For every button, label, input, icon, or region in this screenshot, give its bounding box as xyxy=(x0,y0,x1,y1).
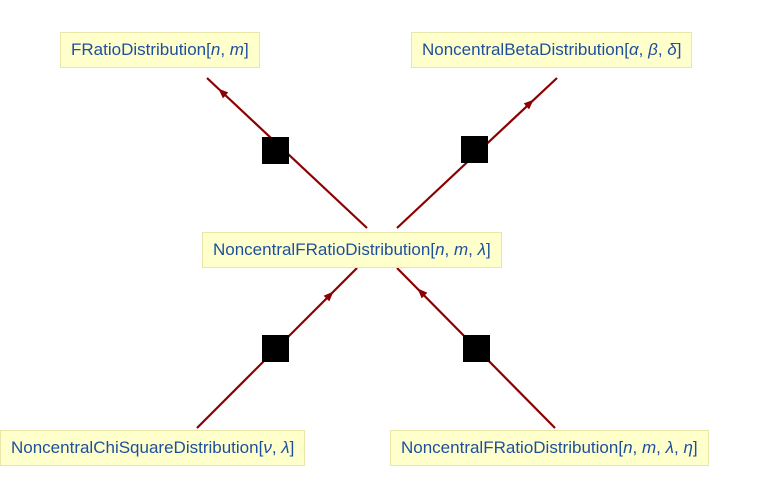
distribution-name: NoncentralFRatioDistribution xyxy=(401,438,619,457)
parameter: n xyxy=(435,240,445,259)
param-separator: , xyxy=(657,40,668,59)
edge-marker-square[interactable] xyxy=(463,335,490,362)
bracket-open: [ xyxy=(624,40,629,59)
distribution-name: NoncentralBetaDistribution xyxy=(422,40,625,59)
param-separator: , xyxy=(444,240,454,259)
bracket-close: ] xyxy=(692,438,698,457)
parameter: m xyxy=(641,438,657,457)
bracket-open: [ xyxy=(206,40,211,59)
parameter: m xyxy=(229,40,244,59)
node-noncentral-beta-distribution[interactable]: NoncentralBetaDistribution[α, β, δ] xyxy=(411,32,693,68)
edge-marker-square[interactable] xyxy=(461,136,488,163)
bracket-open: [ xyxy=(258,438,264,457)
edge-marker-square[interactable] xyxy=(262,137,289,164)
parameter: n xyxy=(210,40,221,59)
parameter: η xyxy=(683,438,693,457)
parameter: λ xyxy=(665,438,674,457)
node-fratio-distribution[interactable]: FRatioDistribution[n, m] xyxy=(60,32,260,68)
parameter: m xyxy=(453,240,469,259)
param-separator: , xyxy=(673,438,684,457)
bracket-open: [ xyxy=(430,240,436,259)
param-separator: , xyxy=(632,438,642,457)
bracket-close: ] xyxy=(676,40,682,59)
edge-center-to-noncentral-beta[interactable] xyxy=(396,77,558,229)
node-doubly-noncentral-fratio-distribution[interactable]: NoncentralFRatioDistribution[n, m, λ, η] xyxy=(390,430,709,466)
bracket-close: ] xyxy=(289,438,295,457)
distribution-name: FRatioDistribution xyxy=(71,40,207,59)
parameter: λ xyxy=(477,240,486,259)
param-separator: , xyxy=(656,438,666,457)
parameter: α xyxy=(628,40,639,59)
parameter: δ xyxy=(667,40,677,59)
node-noncentral-fratio-distribution[interactable]: NoncentralFRatioDistribution[n, m, λ] xyxy=(202,232,502,268)
bracket-close: ] xyxy=(485,240,491,259)
parameter: β xyxy=(648,40,658,59)
distribution-name: NoncentralChiSquareDistribution xyxy=(11,438,259,457)
edge-marker-square[interactable] xyxy=(262,335,289,362)
param-separator: , xyxy=(271,438,282,457)
edge-doubly-noncentral-fratio-to-center[interactable] xyxy=(396,267,556,429)
parameter: λ xyxy=(281,438,290,457)
parameter: n xyxy=(623,438,633,457)
param-separator: , xyxy=(220,40,230,59)
param-separator: , xyxy=(468,240,478,259)
node-noncentral-chisquare-distribution[interactable]: NoncentralChiSquareDistribution[ν, λ] xyxy=(0,430,306,466)
edge-center-to-fratio[interactable] xyxy=(206,77,368,229)
bracket-open: [ xyxy=(618,438,624,457)
edge-noncentral-chisquare-to-center[interactable] xyxy=(196,267,358,429)
parameter: ν xyxy=(263,438,272,457)
param-separator: , xyxy=(638,40,649,59)
bracket-close: ] xyxy=(243,40,249,59)
distribution-name: NoncentralFRatioDistribution xyxy=(213,240,431,259)
